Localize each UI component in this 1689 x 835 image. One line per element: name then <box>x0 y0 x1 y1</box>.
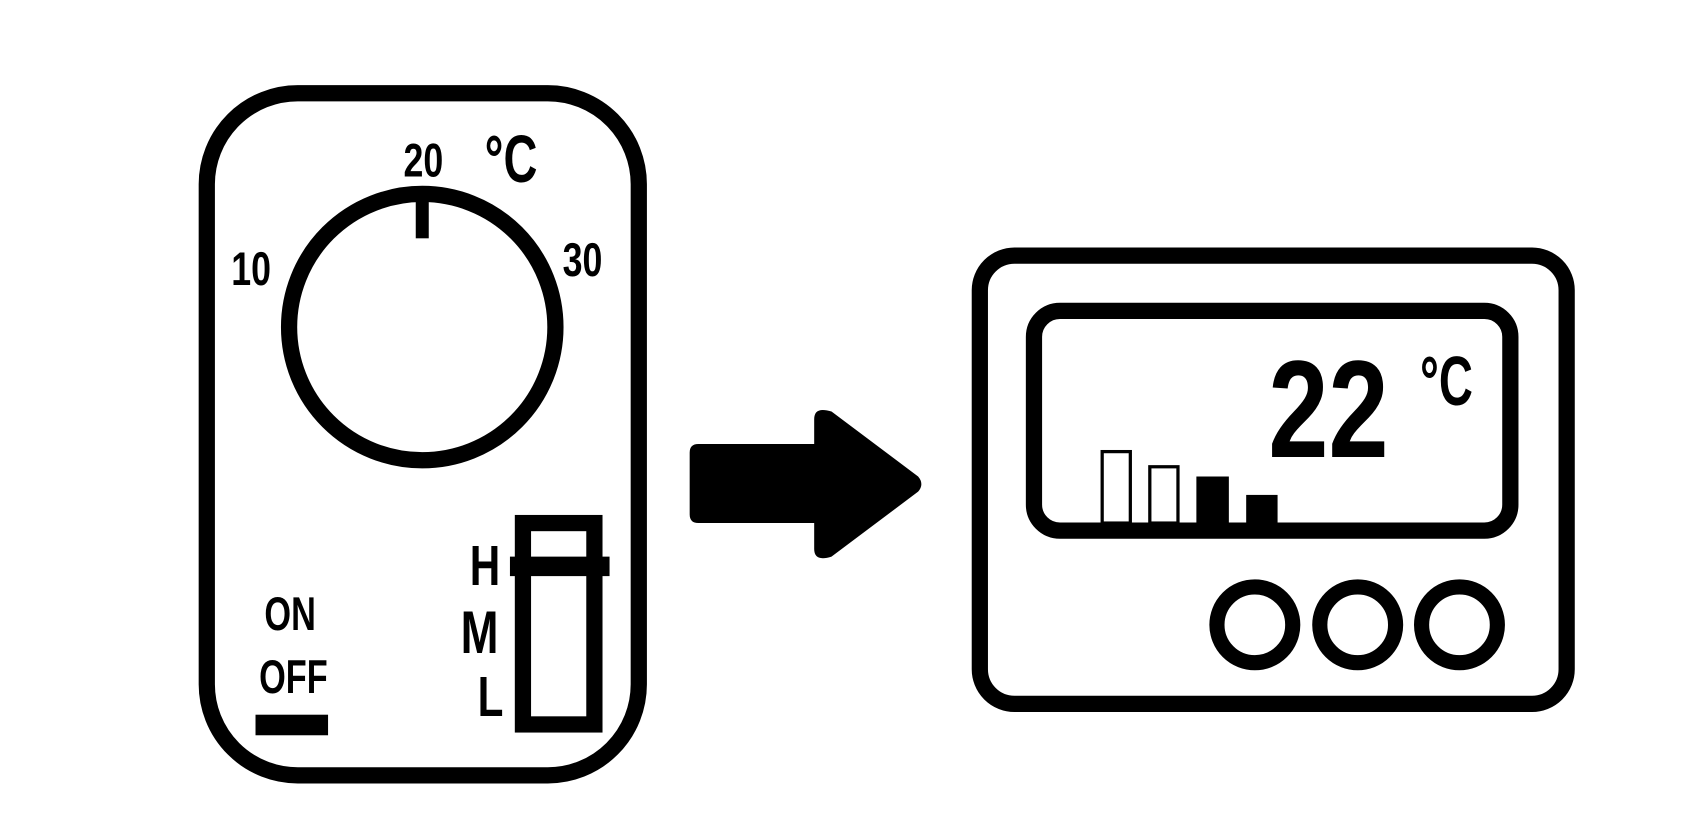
analog-thermostat: 10 20 30 °C ON OFF H M L <box>198 85 647 784</box>
temperature-dial[interactable] <box>280 185 564 469</box>
speed-label-high: H <box>470 534 500 597</box>
signal-bar-2 <box>1148 465 1180 525</box>
signal-bar-3 <box>1196 476 1229 524</box>
control-button-3[interactable] <box>1413 579 1505 671</box>
digital-thermostat: 22 °C <box>971 247 1575 712</box>
scale-label-30: 30 <box>563 233 603 286</box>
scale-label-20: 20 <box>403 134 443 187</box>
dial-pointer <box>415 201 429 239</box>
speed-label-low: L <box>478 665 504 728</box>
arrow-right-icon <box>689 409 922 559</box>
unit-label: °C <box>485 123 538 197</box>
speed-slider-handle[interactable] <box>509 556 610 577</box>
scale-label-10: 10 <box>231 242 271 295</box>
signal-bar-4 <box>1246 494 1278 524</box>
temperature-unit: °C <box>1420 342 1473 420</box>
analog-thermostat-body <box>198 85 647 784</box>
lcd-screen <box>1025 302 1519 539</box>
power-on-label: ON <box>264 587 315 641</box>
speed-label-medium: M <box>461 599 499 667</box>
signal-bar-1 <box>1100 449 1132 525</box>
digital-thermostat-body <box>971 247 1575 712</box>
control-button-2[interactable] <box>1312 579 1404 671</box>
temperature-readout: 22 <box>1268 333 1388 487</box>
control-button-1[interactable] <box>1209 579 1301 671</box>
power-switch[interactable] <box>255 714 329 736</box>
power-off-label: OFF <box>259 649 328 703</box>
speed-slider-track <box>514 514 603 733</box>
